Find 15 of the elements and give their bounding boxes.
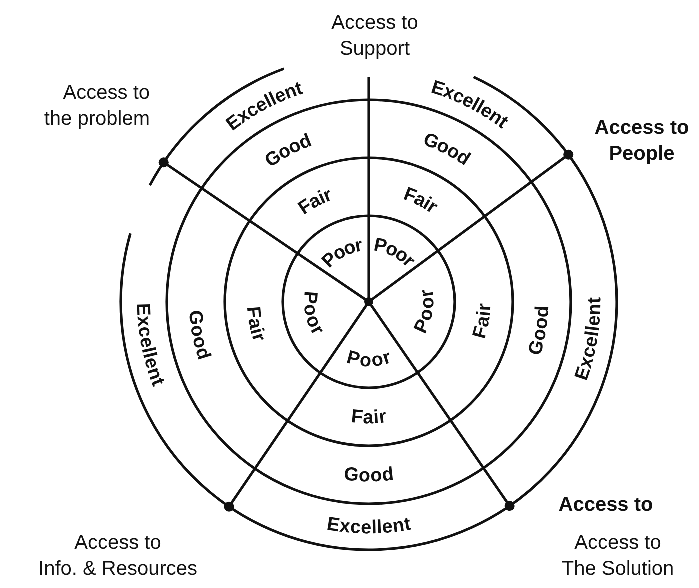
- ring-label: Fair: [350, 406, 388, 429]
- axis-label: Access to: [558, 493, 654, 518]
- ring-label: Poor: [344, 347, 394, 372]
- ring-label: Excellent: [326, 514, 413, 539]
- ring-label: Fair: [294, 184, 336, 220]
- axis-label: Access to Info. & Resources: [38, 531, 198, 582]
- ring-label: Good: [420, 129, 474, 170]
- axis-label: Access to People: [594, 116, 690, 167]
- ring-label: Poor: [318, 235, 364, 273]
- ring-label: Poor: [372, 234, 420, 272]
- ring-label: Fair: [400, 184, 442, 218]
- axis-label: Access to Support: [332, 11, 418, 62]
- ring-label: Good: [343, 464, 396, 487]
- axis-label: Access to the problem: [44, 81, 150, 132]
- axis-label: Access to The Solution: [562, 531, 674, 582]
